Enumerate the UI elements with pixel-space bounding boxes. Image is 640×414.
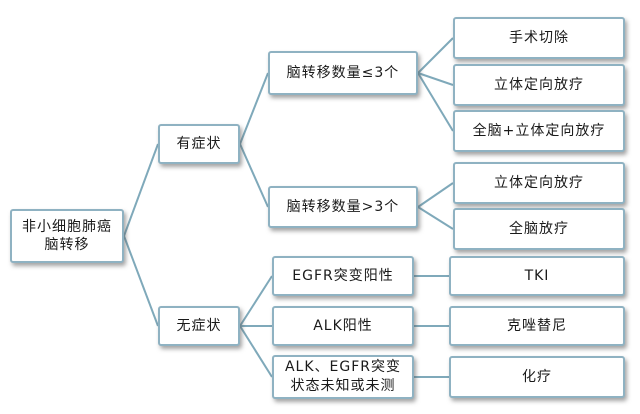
connector-root-asymptomatic: [123, 235, 159, 327]
connector-le3-srs: [417, 72, 454, 86]
treatment-wbrt-srs-node: 全脑+立体定向放疗: [453, 110, 625, 152]
treatment-srs-node: 立体定向放疗: [453, 64, 625, 106]
connector-gt3-srs: [417, 182, 454, 208]
connector-le3-wbrt-srs: [417, 72, 454, 132]
treatment-wbrt-node: 全脑放疗: [453, 208, 625, 250]
egfr-positive-node: EGFR突变阳性: [272, 256, 414, 296]
brain-mets-le3-node: 脑转移数量≤3个: [268, 51, 418, 95]
treatment-tki-node: TKI: [449, 256, 625, 296]
treatment-crizotinib-node: 克唑替尼: [449, 306, 625, 346]
alk-positive-node: ALK阳性: [272, 306, 414, 346]
connector-le3-surgery: [417, 37, 454, 74]
mutation-unknown-node: ALK、EGFR突变 状态未知或未测: [272, 355, 414, 399]
connector-asymptomatic-unknown: [239, 325, 273, 378]
connector-root-symptomatic: [123, 143, 159, 237]
treatment-chemo-node: 化疗: [449, 356, 625, 398]
treatment-srs-gt3-node: 立体定向放疗: [453, 162, 625, 204]
connector-gt3-wbrt: [417, 206, 454, 230]
connector-asymptomatic-egfr: [239, 275, 273, 327]
root-node: 非小细胞肺癌 脑转移: [10, 209, 124, 263]
asymptomatic-node: 无症状: [158, 306, 240, 346]
brain-mets-gt3-node: 脑转移数量>3个: [268, 186, 418, 228]
connector-symptomatic-le3: [239, 72, 269, 145]
treatment-surgery-node: 手术切除: [453, 17, 625, 59]
connector-symptomatic-gt3: [239, 143, 269, 208]
symptomatic-node: 有症状: [158, 124, 240, 164]
